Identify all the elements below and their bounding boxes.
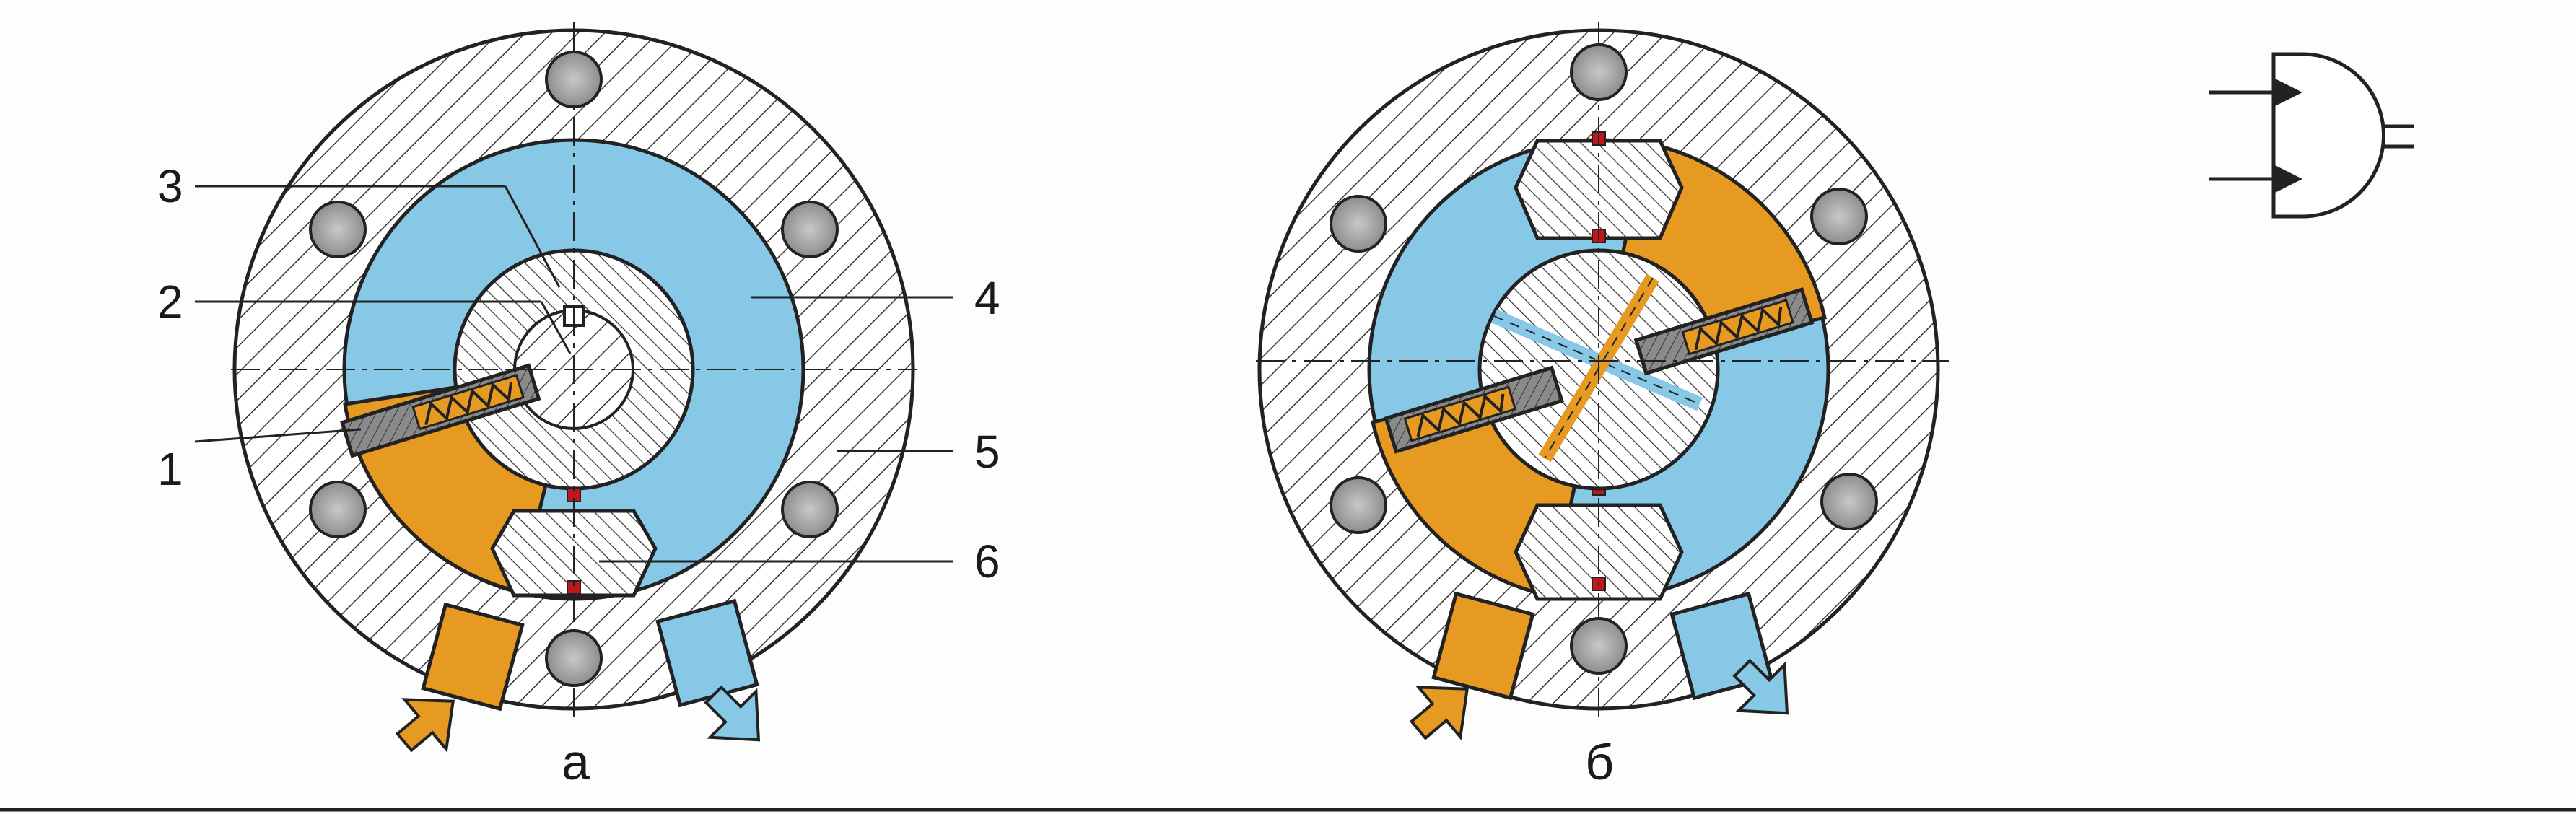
bolt-icon <box>545 629 603 687</box>
bolt-icon <box>1330 476 1387 534</box>
spring-icon <box>1694 307 1783 351</box>
symbol-body <box>2271 52 2385 219</box>
bolt-icon <box>309 201 367 258</box>
bolts-b <box>1330 43 1878 675</box>
bolt-icon <box>545 51 603 108</box>
outlet-arrow-icon <box>1732 658 1789 715</box>
outlet-arrow-icon <box>704 685 761 742</box>
bolt-icon <box>781 201 839 258</box>
leaders-a <box>194 185 953 563</box>
vane-b-right <box>1633 287 1815 376</box>
caption-b: б <box>1585 734 1614 790</box>
callout-4: 4 <box>974 272 1000 324</box>
bolt-icon <box>1330 195 1387 253</box>
bolt-icon <box>309 481 367 538</box>
inlet-port-b <box>1431 591 1535 701</box>
inlet-arrow-icon <box>1409 686 1469 741</box>
arrow-right-icon <box>2274 165 2302 193</box>
bolt-icon <box>1820 473 1878 530</box>
arrow-right-icon <box>2274 78 2302 107</box>
bolt-icon <box>1570 617 1628 675</box>
spring-icon <box>1416 393 1505 437</box>
rotary-actuator-symbol <box>2209 52 2414 219</box>
bolt-icon <box>1810 188 1868 245</box>
caption-a: а <box>562 734 590 790</box>
bolts-a <box>309 51 839 687</box>
callout-2: 2 <box>157 276 183 328</box>
inlet-arrow-icon <box>395 698 455 753</box>
inlet-port-a <box>421 602 525 712</box>
spring-icon <box>424 382 513 426</box>
callout-3: 3 <box>157 160 183 212</box>
view-b-diagram: б <box>1256 22 1949 790</box>
bolt-icon <box>1570 43 1628 101</box>
vane-a <box>340 363 541 458</box>
callout-6: 6 <box>974 535 1000 587</box>
vane-b-left <box>1384 365 1564 454</box>
bolt-icon <box>781 481 839 538</box>
callout-1: 1 <box>157 443 183 495</box>
view-a-diagram: 3 2 1 4 5 6 а <box>157 22 1000 790</box>
callout-5: 5 <box>974 426 1000 478</box>
